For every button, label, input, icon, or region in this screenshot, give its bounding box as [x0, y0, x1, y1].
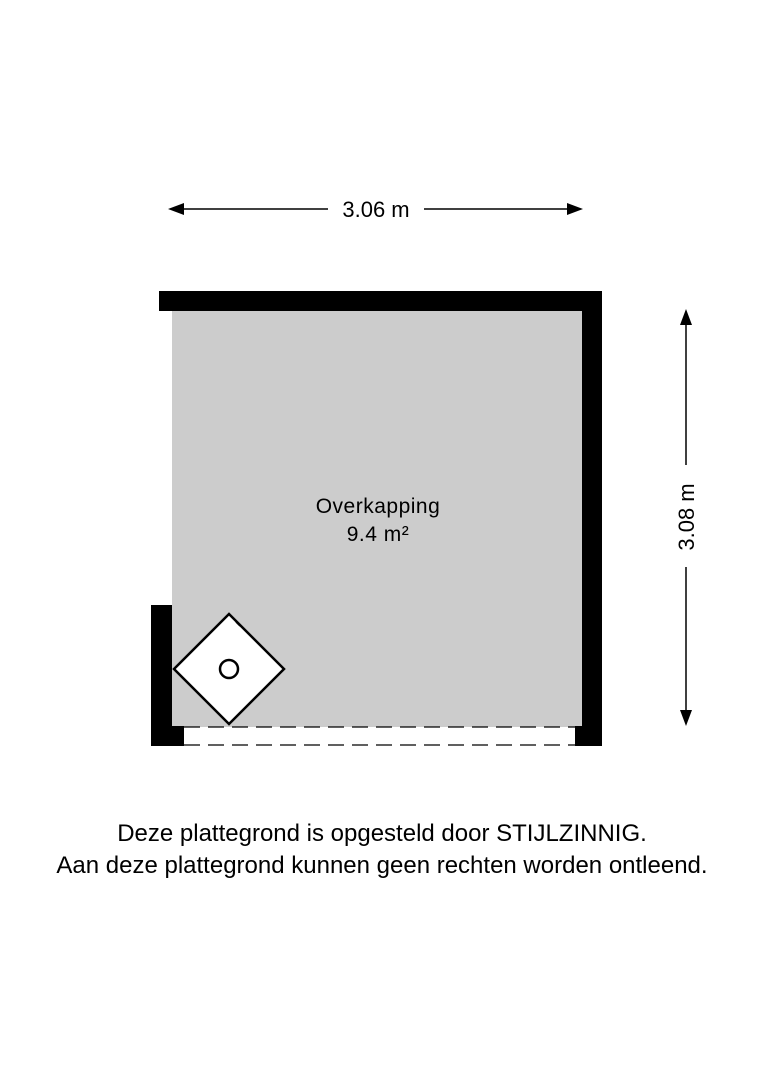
column-post-circle — [218, 658, 240, 680]
width-dimension-label: 3.06 m — [342, 197, 409, 222]
wall-left — [151, 605, 172, 746]
wall-bottom-right-stub — [575, 726, 602, 746]
wall-top — [159, 291, 602, 311]
arrow-up-icon — [680, 309, 692, 325]
wall-right — [582, 291, 602, 746]
arrow-right-icon — [567, 203, 583, 215]
walls — [151, 291, 602, 746]
room-name: Overkapping — [316, 495, 441, 518]
arrow-left-icon — [168, 203, 184, 215]
disclaimer-line-2: Aan deze plattegrond kunnen geen rechten… — [56, 852, 708, 879]
disclaimer-line-1: Deze plattegrond is opgesteld door STIJL… — [117, 820, 647, 847]
wall-bottom-left-stub — [151, 726, 184, 746]
room-area: 9.4 m² — [347, 523, 410, 546]
height-dimension: 3.08 m — [674, 309, 699, 726]
width-dimension: 3.06 m — [168, 197, 583, 222]
arrow-down-icon — [680, 710, 692, 726]
open-side — [184, 726, 575, 746]
height-dimension-label: 3.08 m — [674, 483, 699, 550]
column-post-icon — [172, 612, 286, 726]
column-post-mark — [235, 621, 241, 627]
